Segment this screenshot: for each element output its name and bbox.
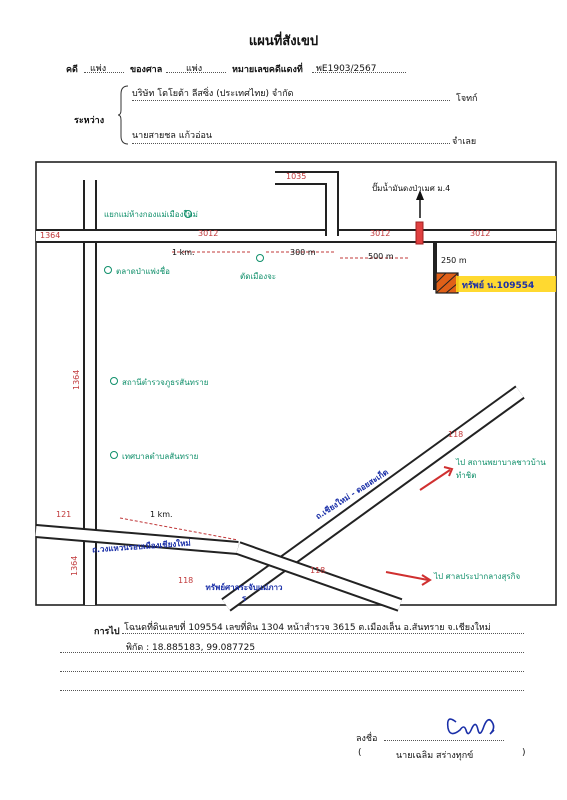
north-arrow-icon bbox=[416, 190, 424, 200]
pump-station-marker bbox=[415, 221, 424, 245]
landmark-bottom: ทรัพย์ศาลระจับแม่ภาวร bbox=[205, 583, 283, 603]
road-network bbox=[35, 171, 556, 612]
plaintiff-name: บริษัท โตโยต้า ลีสซิ่ง (ประเทศไทย) จำกัด bbox=[132, 89, 294, 99]
property-label: ทรัพย์ น.109554 bbox=[462, 281, 535, 291]
map-frame bbox=[35, 161, 557, 606]
road-label-1364-mid: 1364 bbox=[72, 369, 81, 390]
bracket-brace bbox=[118, 85, 129, 145]
distance-250m: 250 m bbox=[441, 256, 467, 265]
distance-300m: 300 m bbox=[290, 248, 316, 257]
landmark-municipality: เทศบาลตำบลสันทราย bbox=[122, 452, 199, 461]
signature-image bbox=[446, 718, 495, 735]
road-label-3012-b: 3012 bbox=[370, 229, 391, 238]
case-number-value: พE1903/2567 bbox=[316, 64, 377, 74]
road-label-3012-a: 3012 bbox=[198, 229, 219, 238]
road-label-3012-c: 3012 bbox=[470, 229, 491, 238]
page-title: แผนที่สังเขป bbox=[248, 34, 319, 49]
route-line-1: โฉนดที่ดินเลขที่ 109554 เลขที่ดิน 1304 ห… bbox=[124, 623, 491, 633]
court-label: ของศาล bbox=[130, 65, 163, 75]
plaintiff-role: โจทก์ bbox=[456, 94, 478, 104]
case-type: แพ่ง bbox=[90, 64, 107, 74]
route-line-2: พิกัด : 18.885183, 99.087725 bbox=[126, 643, 256, 653]
landmark-junction: แยกแม่ห้างกองแม่เมืองใหม่ bbox=[104, 210, 198, 219]
signer-name: นายเฉลิม สร่างทุกข์ bbox=[396, 751, 474, 761]
road-label-118-diagonal: 118 bbox=[448, 430, 464, 439]
distance-1km-top: 1 km. bbox=[172, 248, 195, 257]
road-label-121: 121 bbox=[56, 510, 72, 519]
property-highlight bbox=[456, 276, 556, 292]
case-number-label: หมายเลขคดีแดงที่ bbox=[232, 65, 303, 75]
road-label-1035: 1035 bbox=[286, 172, 307, 181]
road-label-118-lower: 118 bbox=[310, 566, 326, 575]
landmark-pump-station: ปั๊มน้ำมันดงป่าเมศ ม.4 bbox=[372, 184, 451, 193]
paren-close: ) bbox=[522, 748, 526, 758]
between-label: ระหว่าง bbox=[74, 116, 105, 126]
court-value: แพ่ง bbox=[186, 64, 203, 74]
defendant-role: จำเลย bbox=[452, 137, 477, 147]
route-label: การไป bbox=[94, 627, 120, 637]
landmark-market: ตลาดป่าแพ่งชื่อ bbox=[116, 267, 170, 276]
landmark-police-station: สถานีตำรวจภูธรสันทราย bbox=[122, 378, 209, 387]
paren-open: ( bbox=[358, 748, 362, 758]
defendant-name: นายสายชล แก้วอ่อน bbox=[132, 131, 213, 141]
landmark-school: ตัดเมืองจะ bbox=[240, 272, 277, 281]
road-label-1364-bottom: 1364 bbox=[70, 555, 79, 576]
distance-1km-bottom: 1 km. bbox=[150, 510, 173, 519]
landmark-to-hospital: ไป สถานพยาบาลชาวบ้าน ทำชิต bbox=[456, 458, 546, 480]
road-1035 bbox=[275, 171, 339, 236]
road-label-1364-top: 1364 bbox=[40, 231, 61, 240]
distance-500m: 500 m bbox=[368, 252, 394, 261]
road-label-118: 118 bbox=[178, 576, 194, 585]
landmark-to-place-2: ไป ศาลประปากลางสุรกิจ bbox=[434, 572, 521, 581]
sign-label: ลงชื่อ bbox=[356, 734, 378, 744]
case-label: คดี bbox=[66, 65, 78, 75]
